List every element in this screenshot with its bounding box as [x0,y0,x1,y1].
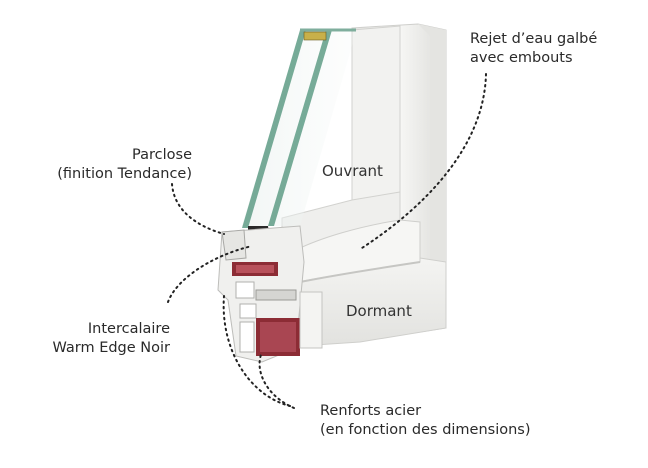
label-intercalaire-line1: Intercalaire [87,321,170,337]
profile-section [217,225,323,363]
label-intercalaire: Intercalaire Warm Edge Noir [52,320,170,358]
label-renforts-line2: (en fonction des dimensions) [320,422,531,438]
label-renforts-acier: Renforts acier (en fonction des dimensio… [320,402,531,440]
label-dormant: Dormant [346,302,412,320]
label-rejet-eau-line1: Rejet d’eau galbé [470,31,598,47]
label-parclose-line2: (finition Tendance) [57,166,192,182]
label-rejet-eau: Rejet d’eau galbé avec embouts [470,30,597,68]
label-ouvrant: Ouvrant [322,162,383,180]
leader-renfort-1 [222,295,291,407]
leader-parclose [171,183,225,235]
leader-rejet [361,73,487,249]
label-renforts-line1: Renforts acier [320,403,422,419]
label-parclose-line1: Parclose [132,147,192,163]
leader-renfort-2 [258,351,295,409]
leader-intercalaire [167,245,253,303]
label-parclose: Parclose (finition Tendance) [57,146,192,184]
label-intercalaire-line2: Warm Edge Noir [52,340,170,356]
leader-lines [167,73,487,409]
label-rejet-eau-line2: avec embouts [470,50,573,66]
